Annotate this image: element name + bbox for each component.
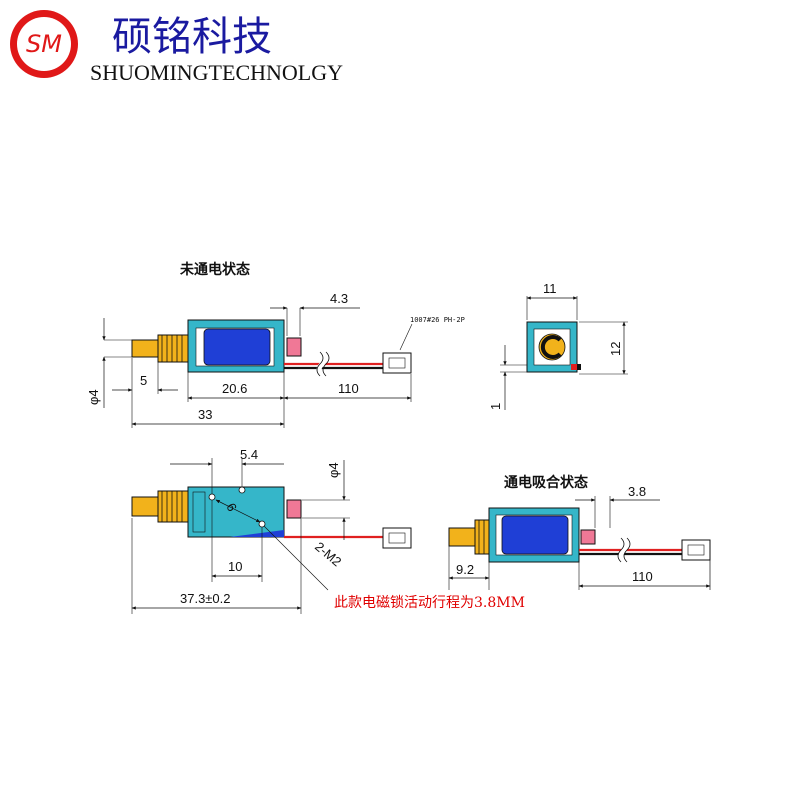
dim-wire-length-off: 110 bbox=[338, 381, 359, 396]
dim-pin-length-off: 5 bbox=[140, 373, 147, 388]
dim-body-length-off: 20.6 bbox=[222, 381, 247, 396]
off-state-view: 未通电状态 1007#26 PH-2P 4.3 φ4 bbox=[86, 261, 465, 428]
on-spring bbox=[474, 519, 490, 555]
dim-stroke-off: 4.3 bbox=[330, 291, 348, 306]
dim-end-width: 11 bbox=[543, 281, 557, 296]
mount-hole-2 bbox=[238, 486, 246, 494]
coil bbox=[203, 328, 271, 366]
bottom-pin-shaft bbox=[131, 496, 159, 517]
dim-total-length-off: 33 bbox=[198, 407, 212, 422]
spring-section bbox=[157, 334, 189, 363]
connector-label: 1007#26 PH-2P bbox=[410, 316, 465, 324]
bottom-view: 5.4 φ4 6 2-M2 10 37.3±0.2 bbox=[131, 447, 412, 614]
bottom-spring bbox=[157, 490, 189, 523]
dim-end-height: 12 bbox=[608, 342, 623, 356]
dim-total-length-bottom: 37.3±0.2 bbox=[180, 591, 231, 606]
brand-name-en: SHUOMINGTECHNOLGY bbox=[90, 60, 343, 85]
bottom-plunger-tip bbox=[286, 499, 302, 519]
on-state-view: 通电吸合状态 3.8 9.2 110 bbox=[448, 474, 711, 590]
on-state-title: 通电吸合状态 bbox=[504, 474, 588, 491]
dim-thread: 2-M2 bbox=[312, 539, 344, 570]
dim-stroke-on: 3.8 bbox=[628, 484, 646, 499]
off-state-title: 未通电状态 bbox=[180, 261, 250, 278]
dim-pin-diameter-bottom: φ4 bbox=[326, 462, 341, 478]
brand-name-cn: 硕铭科技 bbox=[112, 14, 272, 60]
brand-logo: SM bbox=[10, 10, 78, 78]
on-coil bbox=[501, 515, 569, 555]
end-view: 11 12 1 bbox=[488, 281, 628, 410]
plunger-tip bbox=[286, 337, 302, 357]
dim-pin-diameter-off: φ4 bbox=[86, 389, 101, 405]
on-pin-shaft bbox=[448, 527, 476, 547]
bottom-frame bbox=[187, 486, 285, 538]
dim-hole-spacing: 5.4 bbox=[240, 447, 258, 462]
dim-mount-offset: 10 bbox=[228, 559, 242, 574]
logo-text: SM bbox=[26, 30, 62, 58]
mount-hole-1 bbox=[208, 493, 216, 501]
dim-end-offset: 1 bbox=[488, 403, 503, 410]
pin-shaft bbox=[131, 339, 159, 358]
dim-wire-length-on: 110 bbox=[632, 569, 653, 584]
stroke-note: 此款电磁锁活动行程为3.8MM bbox=[334, 595, 525, 611]
on-plunger-tip bbox=[580, 529, 596, 545]
dim-pin-length-on: 9.2 bbox=[456, 562, 474, 577]
